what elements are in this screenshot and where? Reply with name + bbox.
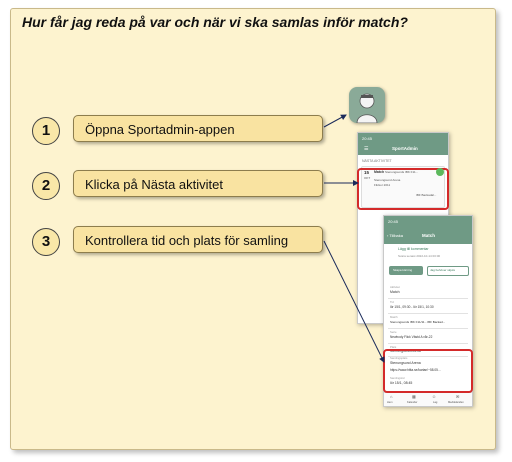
team-icon[interactable]: ☺ xyxy=(432,394,437,399)
event-month: OKT xyxy=(364,176,371,180)
step-2-box: Klicka på Nästa aktivitet xyxy=(73,170,323,197)
add-comment-link[interactable]: Lägg till kommentar xyxy=(398,247,429,251)
field-label: Plats xyxy=(390,345,397,349)
home-icon[interactable]: ⌂ xyxy=(390,394,393,399)
meeting-place: Stenungsund Arena xyxy=(390,361,421,365)
field-label: Serie xyxy=(390,330,397,334)
field-row: Match Stenungsunds IBK F11/11 - IBF Back… xyxy=(388,314,468,329)
phone2-time: 20:45 xyxy=(388,219,399,224)
phone2-header xyxy=(384,216,472,244)
next-activity-card[interactable] xyxy=(361,166,445,208)
page-title: Hur får jag reda på var och när vi ska s… xyxy=(22,14,408,30)
event-title: Match xyxy=(374,170,385,174)
field-label: Aktivitet xyxy=(390,285,400,289)
phone-match-details: 20:45 ‹ Tillbaka Match Lägg till komment… xyxy=(383,215,473,407)
create-ride-button[interactable] xyxy=(389,266,423,275)
need-ride-label: Jag behöver skjuts xyxy=(430,268,456,272)
nav-messages[interactable]: Meddelanden xyxy=(448,401,464,404)
step-1-number: 1 xyxy=(32,117,60,145)
field-row: Serie Newbody Flick Västd A vår-22 xyxy=(388,329,468,344)
nav-team[interactable]: Lag xyxy=(433,401,438,404)
meeting-time: lör 15/1, 08:45 xyxy=(390,381,413,385)
step-2-number: 2 xyxy=(32,172,60,200)
player-icon xyxy=(356,93,378,123)
status-dot-icon xyxy=(436,168,444,176)
messages-icon[interactable]: ✉ xyxy=(456,394,460,399)
menu-icon[interactable]: ☰ xyxy=(364,146,369,152)
meeting-place-label: Samlingsplats xyxy=(390,356,408,360)
field-value: Newbody Flick Västd A vår-22 xyxy=(390,335,433,339)
event-group: Flickor 2011 xyxy=(374,183,391,187)
event-subtitle: Stenungsunds IBK F11... xyxy=(385,170,419,174)
field-row: Aktivitet Match xyxy=(388,284,468,299)
phone2-header-title: Match xyxy=(422,233,436,238)
phone1-time: 20:45 xyxy=(362,136,373,141)
phone1-header xyxy=(358,133,448,155)
next-activity-highlight xyxy=(357,168,449,210)
event-place: Stenungsund Arena xyxy=(374,178,401,182)
meeting-map-link[interactable]: https://www.hitta.se/kartan!~58.05... xyxy=(390,368,441,372)
meeting-time-label: Samlingstid xyxy=(390,376,405,380)
need-ride-button[interactable] xyxy=(427,266,469,276)
meeting-info-highlight xyxy=(383,349,473,393)
nav-calendar[interactable]: Kalender xyxy=(407,401,418,404)
nav-home[interactable]: Hem xyxy=(387,401,393,404)
back-label: Tillbaka xyxy=(389,233,404,238)
step-1-box: Öppna Sportadmin-appen xyxy=(73,115,323,142)
field-value: lör 15/1, 09:30 - lör 15/1, 10:30 xyxy=(390,305,434,309)
event-day: 15 xyxy=(364,170,370,175)
arrow-step-1 xyxy=(323,114,347,128)
event-badge: IBF Backadal... xyxy=(416,193,437,197)
sportadmin-app-icon[interactable] xyxy=(349,87,385,123)
field-row: Plats Stenungsund Arena xyxy=(388,344,468,357)
field-value: Stenungsunds IBK F11/11 - IBF Backad... xyxy=(390,320,446,324)
field-label: Tid xyxy=(390,300,394,304)
field-value: Stenungsund Arena xyxy=(390,349,421,353)
field-row: Tid lör 15/1, 09:30 - lör 15/1, 10:30 xyxy=(388,299,468,314)
step-3-box: Kontrollera tid och plats för samling xyxy=(73,226,323,253)
answer-deadline: Svara senast 2022-10-14 00:00 xyxy=(398,254,441,258)
phone1-section-label: NÄSTA AKTIVITET xyxy=(362,159,392,163)
calendar-icon[interactable]: ▦ xyxy=(412,394,416,399)
arrow-step-3 xyxy=(323,240,385,363)
field-value: Match xyxy=(390,290,400,294)
back-button[interactable]: ‹ Tillbaka xyxy=(387,233,404,238)
field-label: Match xyxy=(390,315,398,319)
create-ride-label: Skapa körning xyxy=(393,268,413,272)
phone1-app-title: SportAdmin xyxy=(392,146,418,151)
step-3-number: 3 xyxy=(32,228,60,256)
